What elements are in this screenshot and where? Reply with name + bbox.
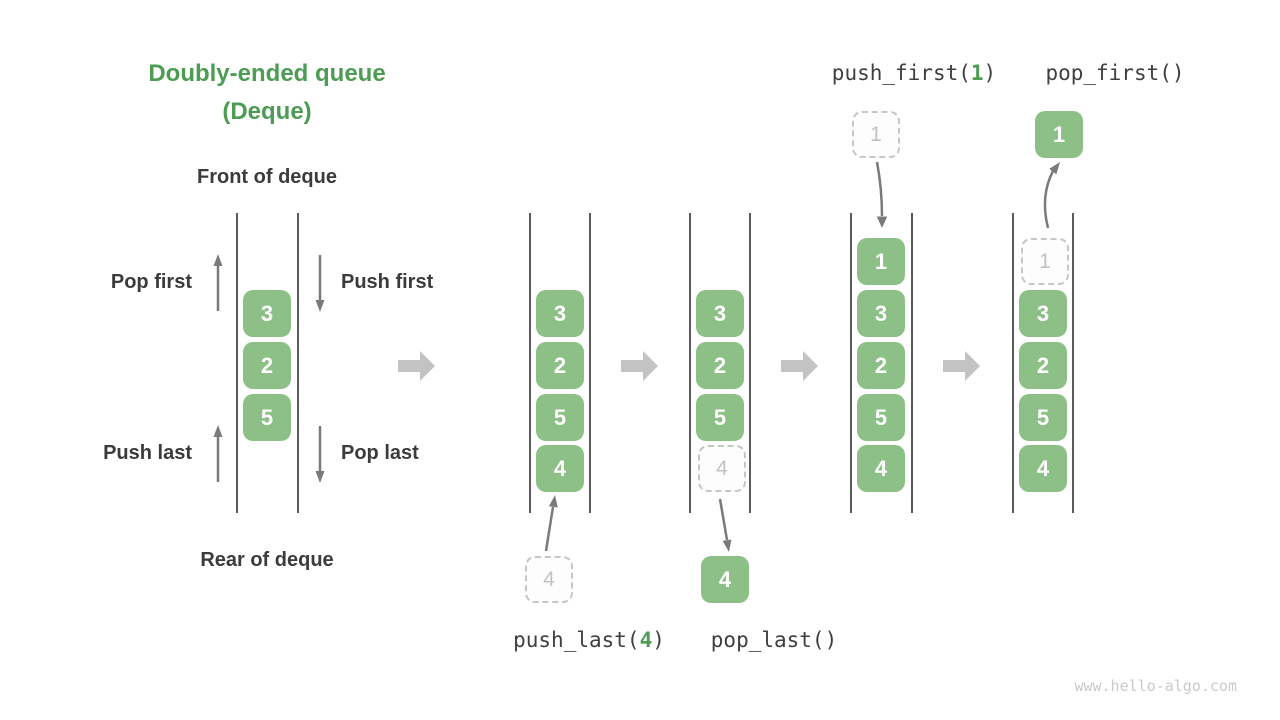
queue-cell: 2 <box>696 342 744 389</box>
push-first-insert-arrow-icon <box>875 161 888 228</box>
op-arg: 1 <box>970 61 984 85</box>
transition-arrow-icon <box>781 351 818 381</box>
queue4-wall-right <box>911 213 913 513</box>
queue4-wall-left <box>850 213 852 513</box>
pop-first-up-arrow-icon <box>213 254 223 311</box>
op-label-pop-last: pop_last() <box>669 628 879 652</box>
queue2-wall-right <box>589 213 591 513</box>
op-text: pop_last() <box>710 628 838 652</box>
pop-first-label: Pop first <box>110 271 192 293</box>
queue-cell: 3 <box>857 290 905 337</box>
popped-cell: 4 <box>701 556 749 603</box>
ghost-cell-removed: 4 <box>698 445 746 492</box>
queue-cell: 5 <box>696 394 744 441</box>
queue5-wall-right <box>1072 213 1074 513</box>
op-label-push-first: push_first(1) <box>809 61 1019 85</box>
ghost-cell-incoming: 1 <box>852 111 900 158</box>
queue-cell: 5 <box>1019 394 1067 441</box>
queue-cell: 3 <box>696 290 744 337</box>
transition-arrow-icon <box>621 351 658 381</box>
queue3-wall-left <box>689 213 691 513</box>
diagram-title-line1: Doubly-ended queue <box>148 60 386 87</box>
queue-cell: 5 <box>243 394 291 441</box>
transition-arrow-icon <box>398 351 435 381</box>
op-text: ) <box>652 628 665 652</box>
front-of-deque-label: Front of deque <box>197 166 337 188</box>
ghost-cell-incoming: 4 <box>525 556 573 603</box>
push-last-up-arrow-icon <box>213 425 223 482</box>
queue-cell: 3 <box>536 290 584 337</box>
queue-cell: 2 <box>536 342 584 389</box>
pop-last-remove-arrow-icon <box>718 498 732 552</box>
queue-cell: 2 <box>857 342 905 389</box>
queue-cell: 1 <box>857 238 905 285</box>
push-first-down-arrow-icon <box>315 255 325 312</box>
queue-cell: 3 <box>1019 290 1067 337</box>
op-text: push_last( <box>513 628 640 652</box>
diagram-title-line2: (Deque) <box>222 98 312 125</box>
push-first-label: Push first <box>341 271 434 293</box>
transition-arrow-icon <box>943 351 980 381</box>
op-label-pop-first: pop_first() <box>1010 61 1220 85</box>
push-last-label: Push last <box>103 442 192 464</box>
queue-cell: 4 <box>857 445 905 492</box>
pop-first-remove-arrow-icon <box>1043 162 1060 229</box>
queue-cell: 4 <box>536 445 584 492</box>
push-last-insert-arrow-icon <box>544 495 558 552</box>
pop-last-label: Pop last <box>341 442 419 464</box>
queue3-wall-right <box>749 213 751 513</box>
popped-cell: 1 <box>1035 111 1083 158</box>
queue1-wall-left <box>236 213 238 513</box>
queue-cell: 3 <box>243 290 291 337</box>
rear-of-deque-label: Rear of deque <box>200 549 334 571</box>
queue-cell: 5 <box>536 394 584 441</box>
op-text: push_first( <box>831 61 971 85</box>
queue2-wall-left <box>529 213 531 513</box>
queue-cell: 5 <box>857 394 905 441</box>
queue-cell: 2 <box>1019 342 1067 389</box>
queue-cell: 2 <box>243 342 291 389</box>
op-arg: 4 <box>639 628 653 652</box>
queue-cell: 4 <box>1019 445 1067 492</box>
queue5-wall-left <box>1012 213 1014 513</box>
diagram-title: Doubly-ended queue (Deque) <box>87 55 447 131</box>
site-watermark: www.hello-algo.com <box>1074 677 1237 695</box>
queue1-wall-right <box>297 213 299 513</box>
op-label-push-last: push_last(4) <box>484 628 694 652</box>
op-text: pop_first() <box>1045 61 1185 85</box>
pop-last-down-arrow-icon <box>315 426 325 483</box>
op-text: ) <box>983 61 997 85</box>
ghost-cell-removed: 1 <box>1021 238 1069 285</box>
